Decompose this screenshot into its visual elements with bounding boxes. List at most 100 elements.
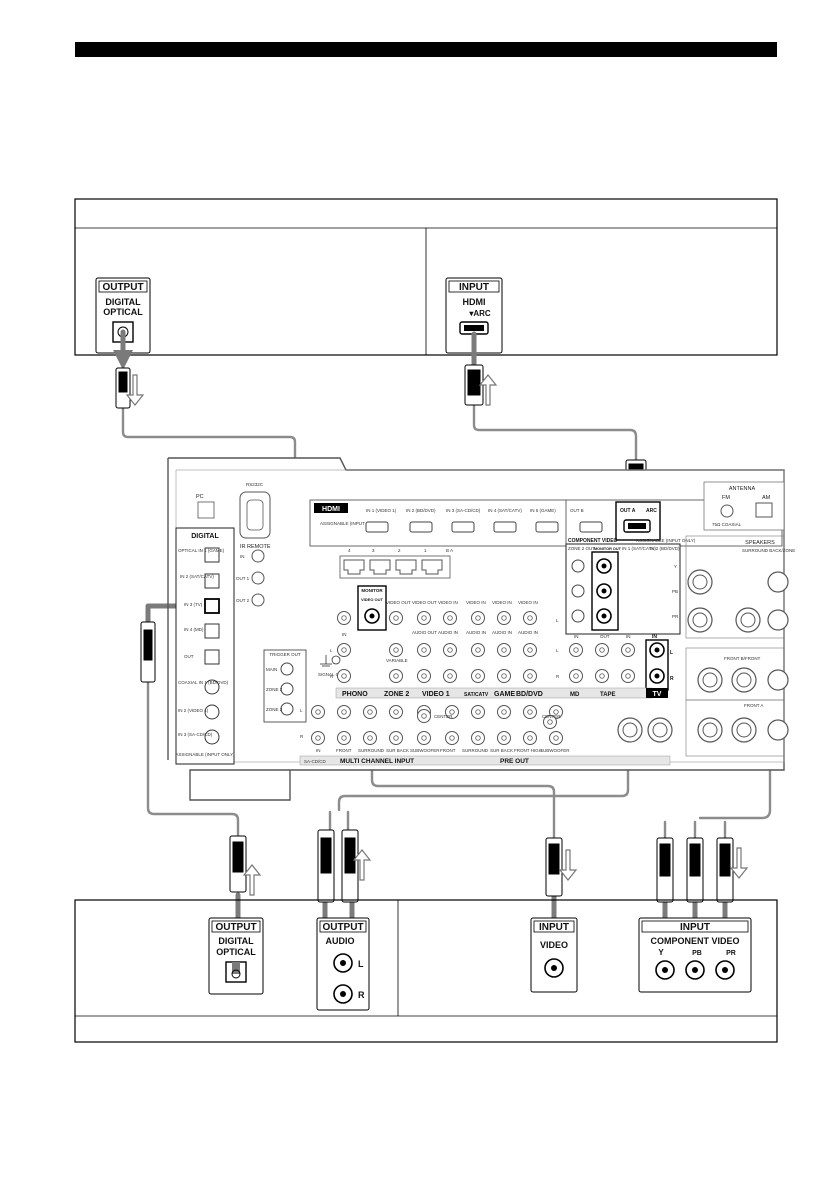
hdmi-in-port[interactable] <box>409 521 433 533</box>
rca-jack[interactable] <box>471 611 485 625</box>
speaker-terminal[interactable] <box>731 717 757 743</box>
digital-jack[interactable] <box>204 547 220 563</box>
bottom-optical-sub2: OPTICAL <box>216 947 256 957</box>
rca-jack[interactable] <box>621 669 635 683</box>
ir-port[interactable] <box>251 549 265 563</box>
rca-jack[interactable] <box>497 705 511 719</box>
rca-jack[interactable] <box>523 643 537 657</box>
rca-jack[interactable] <box>363 731 377 745</box>
speaker-terminal[interactable] <box>767 719 789 741</box>
ir-port[interactable] <box>251 593 265 607</box>
rca-jack[interactable] <box>389 705 403 719</box>
rj-port[interactable] <box>369 559 391 575</box>
rs232c-port[interactable] <box>239 491 271 539</box>
comp-jack[interactable] <box>571 559 585 573</box>
monitor-video-out: MONITOR VIDEO OUT <box>357 585 387 631</box>
rca-jack[interactable] <box>417 611 431 625</box>
rca-jack[interactable] <box>363 705 377 719</box>
ir-remote-ports: IN OUT 1 OUT 2 <box>236 549 265 607</box>
rca-jack[interactable] <box>417 643 431 657</box>
rca-jack[interactable] <box>311 705 325 719</box>
rca-jack[interactable] <box>311 731 325 745</box>
rca-jack[interactable] <box>445 705 459 719</box>
rca-jack[interactable] <box>443 643 457 657</box>
rca-jack[interactable] <box>389 643 403 657</box>
speaker-terminal[interactable] <box>687 607 713 633</box>
rca-jack[interactable] <box>337 705 351 719</box>
speaker-terminal[interactable] <box>767 669 789 691</box>
rca-jack[interactable] <box>417 709 431 723</box>
digital-jack-tv[interactable] <box>204 598 220 614</box>
hdmi-in-port[interactable] <box>451 521 475 533</box>
rca-jack[interactable] <box>497 611 511 625</box>
coaxial-jack[interactable] <box>204 679 220 695</box>
jack-audio-label: AUDIO IN <box>466 630 486 635</box>
coaxial-jack[interactable] <box>204 729 220 745</box>
rca-jack[interactable] <box>497 643 511 657</box>
pc-usb-port[interactable] <box>197 501 215 519</box>
ir-port[interactable] <box>251 571 265 585</box>
rca-jack[interactable] <box>569 669 583 683</box>
rca-jack[interactable] <box>621 643 635 657</box>
speaker-terminal[interactable] <box>617 717 643 743</box>
rca-jack[interactable] <box>497 731 511 745</box>
rca-jack[interactable] <box>389 731 403 745</box>
rca-jack[interactable] <box>523 669 537 683</box>
rca-jack[interactable] <box>443 611 457 625</box>
rca-jack[interactable] <box>471 669 485 683</box>
comp-jack[interactable] <box>571 584 585 598</box>
rca-jack[interactable] <box>523 705 537 719</box>
rca-jack[interactable] <box>549 731 563 745</box>
digital-jack[interactable] <box>204 649 220 665</box>
coaxial-jack[interactable] <box>204 704 220 720</box>
rca-jack[interactable] <box>497 669 511 683</box>
rca-jack[interactable] <box>471 705 485 719</box>
rca-jack[interactable] <box>417 731 431 745</box>
rca-jack[interactable] <box>523 611 537 625</box>
rj-port[interactable] <box>343 559 365 575</box>
rca-jack[interactable] <box>337 611 351 625</box>
rca-jack[interactable] <box>543 715 557 729</box>
flow-arrow-bottom-optical <box>242 864 262 896</box>
rj-port[interactable] <box>421 559 443 575</box>
am-antenna-terminal[interactable] <box>755 502 773 518</box>
rca-jack[interactable] <box>445 731 459 745</box>
variable-label: VARIABLE <box>386 658 408 663</box>
hdmi-in-port[interactable] <box>493 521 517 533</box>
rca-jack[interactable] <box>443 669 457 683</box>
digital-title: DIGITAL <box>191 533 219 540</box>
trigger-jack[interactable] <box>280 662 294 676</box>
hdmi-in-port[interactable] <box>365 521 389 533</box>
hdmi-out-b-port[interactable] <box>579 521 603 533</box>
rca-jack[interactable] <box>569 643 583 657</box>
digital-jack[interactable] <box>204 573 220 589</box>
rca-jack[interactable] <box>337 669 351 683</box>
comp-jack[interactable] <box>571 609 585 623</box>
speaker-terminal[interactable] <box>687 569 713 595</box>
fm-antenna-jack[interactable] <box>720 504 734 518</box>
speaker-terminal[interactable] <box>697 717 723 743</box>
rca-jack[interactable] <box>337 731 351 745</box>
rca-jack[interactable] <box>523 731 537 745</box>
trigger-jack[interactable] <box>280 682 294 696</box>
rj-port[interactable] <box>395 559 417 575</box>
rca-jack[interactable] <box>595 643 609 657</box>
rca-jack[interactable] <box>595 669 609 683</box>
speaker-terminal[interactable] <box>767 571 789 593</box>
speaker-terminal[interactable] <box>647 717 673 743</box>
rca-jack[interactable] <box>471 643 485 657</box>
trigger-jack[interactable] <box>280 702 294 716</box>
rca-jack[interactable] <box>337 643 351 657</box>
rs232c-label: RS232C <box>246 482 264 487</box>
rca-jack[interactable] <box>389 611 403 625</box>
speaker-terminal[interactable] <box>697 667 723 693</box>
hdmi-in-port[interactable] <box>535 521 559 533</box>
rca-jack[interactable] <box>417 669 431 683</box>
speaker-terminal[interactable] <box>731 667 757 693</box>
speaker-terminal[interactable] <box>767 609 789 631</box>
speaker-terminal[interactable] <box>735 607 761 633</box>
digital-jack[interactable] <box>204 623 220 639</box>
fm-label: FM <box>722 495 730 501</box>
rca-jack[interactable] <box>389 669 403 683</box>
rca-jack[interactable] <box>471 731 485 745</box>
